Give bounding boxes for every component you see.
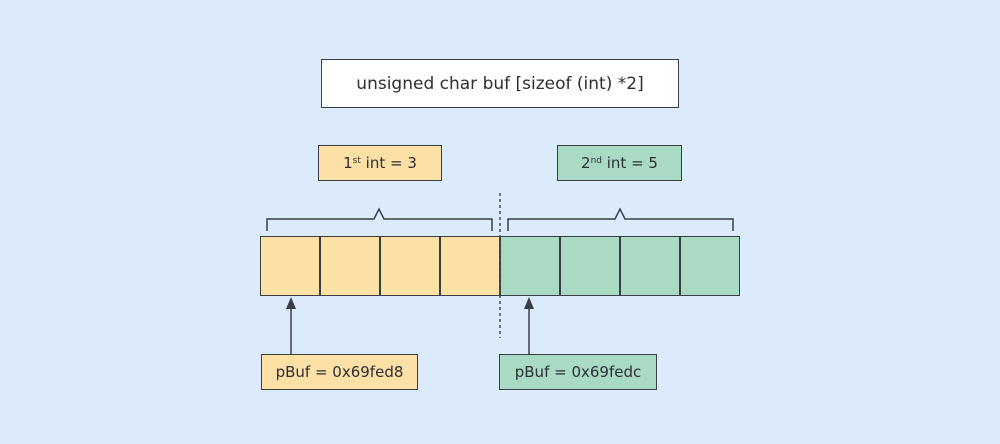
first-pointer-text: pBuf = 0x69fed8 (275, 363, 404, 381)
second-pointer-text: pBuf = 0x69fedc (514, 363, 642, 381)
buffer-byte-3 (440, 236, 500, 296)
second-pointer-label: pBuf = 0x69fedc (499, 354, 657, 390)
first-pointer-label: pBuf = 0x69fed8 (261, 354, 418, 390)
buffer-declaration-text: unsigned char buf [sizeof (int) *2] (356, 73, 644, 94)
buffer-byte-5 (560, 236, 620, 296)
buffer-byte-1 (320, 236, 380, 296)
buffer-declaration: unsigned char buf [sizeof (int) *2] (321, 59, 679, 108)
buffer-byte-2 (380, 236, 440, 296)
first-int-ordinal: 1 (343, 154, 353, 172)
second-int-value: int = 5 (601, 154, 658, 172)
first-int-value: int = 3 (360, 154, 417, 172)
buffer-byte-0 (260, 236, 320, 296)
buffer-byte-6 (620, 236, 680, 296)
second-int-brace (507, 207, 734, 231)
buffer-byte-7 (680, 236, 740, 296)
second-pointer-arrowhead (524, 297, 534, 309)
first-pointer-arrowhead (286, 297, 296, 309)
second-int-ordinal: 2 (581, 154, 591, 172)
first-int-brace (266, 207, 493, 231)
